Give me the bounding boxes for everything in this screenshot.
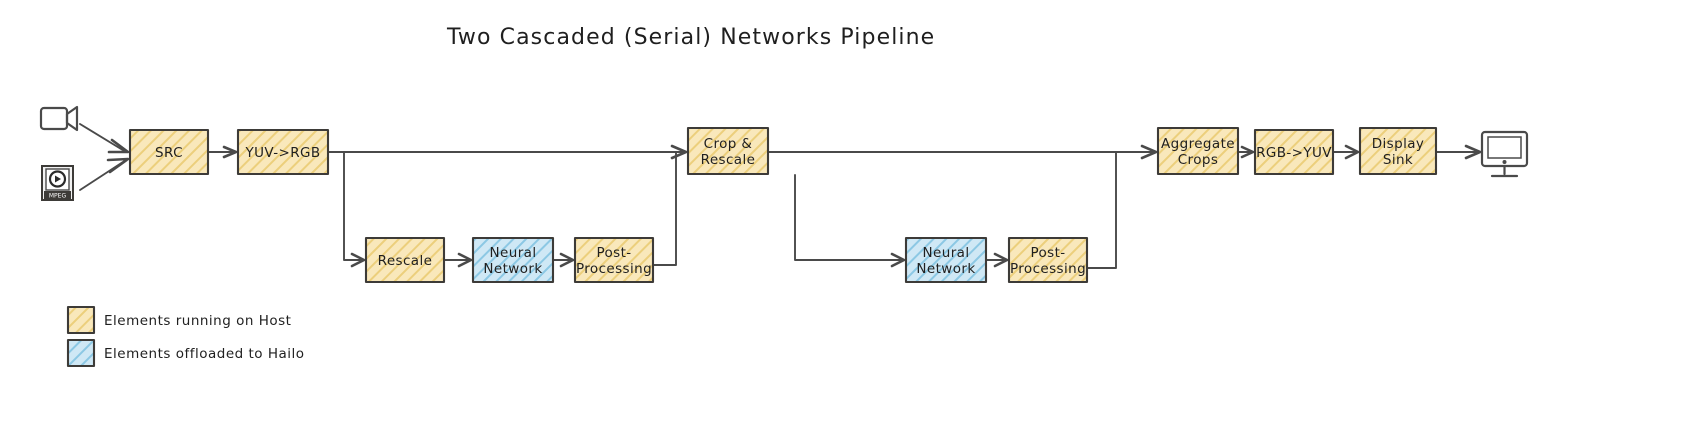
node-label: SRC — [155, 145, 183, 161]
node-label: RGB->YUV — [1256, 145, 1332, 161]
arrow-aggregate-to-rgb2yuv — [1240, 145, 1255, 159]
node-label: Processing — [1010, 261, 1086, 277]
arrow-crop-to-nn2 — [890, 252, 906, 268]
edge-crop-to-nn2 — [794, 174, 903, 261]
node-label: Crops — [1178, 152, 1219, 168]
node-label: Network — [916, 261, 975, 277]
node-label: Post- — [596, 245, 631, 261]
node-label: Neural — [490, 245, 537, 261]
video-camera-icon — [39, 105, 79, 132]
node-box — [364, 236, 446, 284]
node-label: Neural — [923, 245, 970, 261]
node-label: Aggregate — [1161, 136, 1235, 152]
display-monitor-icon — [1480, 130, 1529, 178]
legend-swatch — [66, 305, 96, 335]
node-label: Network — [483, 261, 542, 277]
legend-label: Elements offloaded to Hailo — [104, 346, 305, 362]
arrow-rgb2yuv-to-display — [1344, 144, 1360, 160]
node-box — [1156, 126, 1240, 176]
node-box — [471, 236, 555, 284]
legend-item-legend-hailo: Elements offloaded to Hailo — [66, 338, 305, 368]
arrow-display-to-monitor — [1464, 144, 1482, 160]
node-label: Rescale — [378, 253, 433, 269]
edge-post1-to-crop — [652, 152, 677, 266]
node-crop[interactable]: Crop &Rescale — [686, 126, 770, 176]
arrow-mediafile-to-src — [106, 157, 130, 174]
arrow-crop-to-aggregate — [1140, 144, 1158, 160]
legend-item-legend-host: Elements running on Host — [66, 305, 291, 335]
node-label: Crop & — [704, 136, 753, 152]
edge-camera-to-src — [79, 123, 127, 153]
node-box — [1253, 128, 1335, 176]
node-box — [1007, 236, 1089, 284]
node-box — [686, 126, 770, 176]
arrow-rescale-to-nn1 — [457, 252, 473, 268]
node-label: YUV->RGB — [244, 145, 320, 161]
node-label: Processing — [576, 261, 652, 277]
arrow-nn1-to-post1 — [559, 252, 575, 268]
node-rescale[interactable]: Rescale — [364, 236, 446, 284]
node-rgb2yuv[interactable]: RGB->YUV — [1253, 128, 1335, 176]
node-yuv2rgb[interactable]: YUV->RGB — [236, 128, 330, 176]
arrow-camera-to-src — [107, 138, 130, 154]
media-file-caption: MPEG — [49, 193, 67, 200]
arrow-nn2-to-post2 — [993, 252, 1009, 268]
page-title: Two Cascaded (Serial) Networks Pipeline — [446, 25, 935, 50]
edge-yuv2rgb-to-rescale — [343, 152, 363, 261]
node-post2[interactable]: Post-Processing — [1007, 236, 1089, 284]
node-box — [573, 236, 655, 284]
node-label: Rescale — [701, 152, 756, 168]
node-label: Display — [1372, 136, 1425, 152]
node-label: Post- — [1030, 245, 1065, 261]
node-label: Sink — [1383, 152, 1413, 168]
arrow-src-to-yuv2rgb — [222, 145, 238, 159]
node-post1[interactable]: Post-Processing — [573, 236, 655, 284]
node-src[interactable]: SRC — [128, 128, 210, 176]
node-box — [1358, 126, 1438, 176]
edge-layer — [79, 123, 1482, 269]
node-box — [236, 128, 330, 176]
node-box — [904, 236, 988, 284]
media-file-icon: MPEG — [41, 165, 74, 201]
arrow-yuv2rgb-to-rescale — [350, 252, 366, 268]
node-box — [128, 128, 210, 176]
legend-label: Elements running on Host — [104, 313, 291, 329]
legend-swatch — [66, 338, 96, 368]
edge-post2-to-aggregate — [1086, 152, 1117, 269]
